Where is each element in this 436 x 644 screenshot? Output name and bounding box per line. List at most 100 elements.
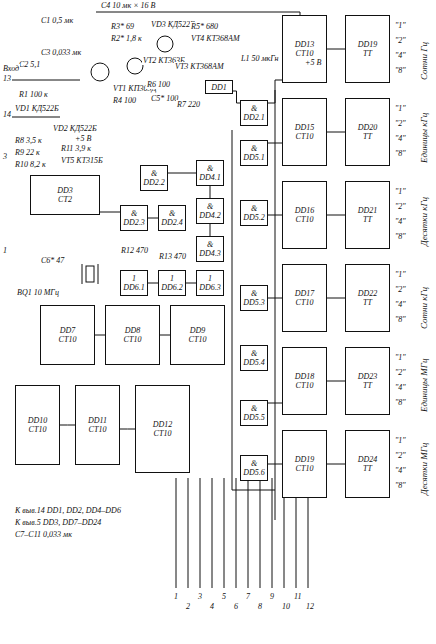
component-label: VD3 КД522Б (150, 20, 196, 29)
logic-gate: &DD2.4 (158, 205, 186, 231)
output-label: "4" (394, 300, 407, 309)
chip-label: DD8 (125, 326, 141, 335)
ic-chip: DD16CT10 (282, 181, 327, 249)
component-label: 14 (2, 110, 12, 119)
component-label: C5* 100 (150, 94, 179, 103)
chip-label: DD3 (57, 186, 73, 195)
chip-label: & (251, 349, 257, 358)
ic-chip: DD19TT (345, 15, 390, 83)
component-label: Вход (2, 64, 20, 73)
output-label: "8" (394, 149, 407, 158)
wire-connector (268, 215, 282, 216)
wire-connector (268, 298, 282, 299)
section-label: Единицы МГц (420, 358, 429, 413)
component-label: R3* 69 (110, 22, 135, 31)
bus-number: 5 (221, 592, 227, 601)
crystal-symbol (82, 264, 83, 284)
ground-wire (12, 117, 60, 118)
chip-function: TT (363, 464, 372, 473)
bus-wire (232, 130, 233, 490)
ic-chip: DD24TT (345, 430, 390, 498)
component-label: R7 220 (176, 100, 201, 109)
logic-gate: &DD5.2 (240, 200, 268, 226)
bus-line (200, 478, 201, 588)
chip-label: & (131, 209, 137, 218)
wire-connector (327, 132, 345, 133)
chip-function: CT10 (124, 335, 142, 344)
component-label: R6 100 (146, 80, 171, 89)
ic-chip: DD15CT10 (282, 98, 327, 166)
chip-function: DD5.2 (243, 213, 265, 222)
chip-label: DD12 (153, 420, 173, 429)
ic-chip: DD10CT10 (15, 385, 60, 465)
bus-number: 3 (197, 592, 203, 601)
chip-function: DD2.1 (243, 113, 265, 122)
chip-label: DD10 (28, 416, 48, 425)
output-label: "8" (394, 481, 407, 490)
logic-gate: DD1 (205, 80, 233, 94)
component-label: BQ1 10 МГц (16, 288, 60, 297)
logic-gate: 1DD6.3 (196, 270, 224, 296)
component-label: C7–C11 0,033 мк (14, 530, 73, 539)
chip-label: DD13 (295, 40, 315, 49)
chip-label: DD7 (60, 326, 76, 335)
component-label: C1 0,5 мк (40, 16, 74, 25)
chip-label: 1 (170, 274, 174, 283)
logic-gate: &DD5.6 (240, 455, 268, 481)
chip-function: DD2.2 (143, 178, 165, 187)
output-label: "4" (394, 466, 407, 475)
bus-number: 9 (269, 592, 275, 601)
component-label: L1 50 мкГн (240, 54, 280, 63)
bus-number: 12 (305, 602, 315, 611)
component-label: 3 (2, 152, 8, 161)
output-label: "2" (394, 36, 407, 45)
logic-gate: &DD5.4 (240, 345, 268, 371)
wire-connector (60, 425, 75, 426)
bus-wire (275, 90, 276, 520)
transistor-symbol (127, 58, 143, 74)
logic-gate: &DD4.3 (196, 236, 224, 262)
chip-label: & (251, 204, 257, 213)
input-wire (12, 80, 80, 81)
bus-line (176, 478, 177, 588)
wire-connector (327, 215, 345, 216)
logic-gate: &DD4.1 (196, 160, 224, 186)
bus-number: 8 (257, 602, 263, 611)
chip-label: & (207, 202, 213, 211)
section-label: Десятки МГц (420, 442, 429, 496)
bus-line (248, 478, 249, 588)
chip-label: & (151, 169, 157, 178)
component-label: К выв.14 DD1, DD2, DD4–DD6 (14, 506, 122, 515)
bus-line (260, 478, 261, 588)
chip-function: DD4.1 (199, 173, 221, 182)
ic-chip: DD12CT10 (135, 385, 190, 473)
chip-function: CT10 (154, 429, 172, 438)
wire-connector (95, 335, 105, 336)
ic-chip: DD11CT10 (75, 385, 120, 465)
wire-connector (148, 283, 158, 284)
logic-gate: &DD2.2 (140, 165, 168, 191)
component-label: VT4 КТ368АМ (190, 34, 241, 43)
bus-line (188, 478, 189, 588)
output-label: "1" (394, 21, 407, 30)
chip-label: & (251, 404, 257, 413)
chip-function: DD4.3 (199, 249, 221, 258)
transistor-symbol (157, 36, 173, 52)
logic-gate: &DD2.1 (240, 100, 268, 126)
bus-wire (232, 490, 275, 491)
wire-connector (327, 464, 345, 465)
chip-label: DD16 (295, 206, 315, 215)
wire-connector (268, 403, 282, 404)
logic-gate: &DD5.1 (240, 140, 268, 166)
output-label: "2" (394, 285, 407, 294)
component-label: R8 3,5 к (14, 136, 43, 145)
component-label: R9 22 к (14, 148, 41, 157)
ic-chip: DD9CT10 (170, 305, 225, 365)
wire-connector (268, 464, 282, 465)
wire-connector (327, 49, 345, 50)
ic-chip: DD22TT (345, 264, 390, 332)
component-label: R1 100 к (18, 90, 49, 99)
wire-connector (327, 298, 345, 299)
chip-label: DD1 (211, 83, 227, 92)
